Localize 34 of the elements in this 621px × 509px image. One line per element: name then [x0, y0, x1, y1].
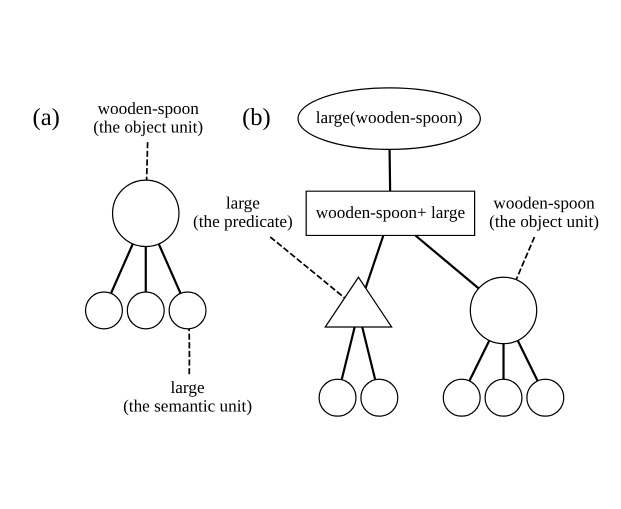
connector	[388, 150, 392, 191]
node-circle	[442, 378, 481, 417]
connector	[340, 326, 356, 380]
connector	[110, 244, 134, 294]
connector	[270, 236, 346, 298]
node-circle	[126, 291, 165, 330]
connector	[516, 236, 536, 280]
label: (a)	[32, 104, 60, 131]
node-circle	[526, 378, 564, 417]
connector	[146, 142, 148, 180]
node-text: large (the semantic unit)	[123, 378, 252, 416]
node-circle	[484, 378, 523, 417]
node-circle	[470, 276, 538, 344]
node-ellipse: large(wooden-spoon)	[297, 87, 481, 150]
connector	[188, 328, 190, 374]
node-text: wooden-spoon (the object unit)	[93, 98, 204, 136]
node-triangle	[324, 276, 393, 328]
node-circle	[84, 291, 124, 330]
node-box: wooden-spoon+ large	[306, 190, 476, 236]
label: (b)	[242, 104, 271, 131]
connector	[364, 235, 384, 288]
connector	[502, 344, 505, 380]
node-circle	[360, 378, 398, 417]
connector	[158, 244, 182, 294]
node-circle	[318, 378, 357, 417]
connector	[468, 340, 490, 382]
node-circle	[112, 180, 180, 248]
node-text: large (the predicate)	[192, 194, 293, 232]
node-text: wooden-spoon (the object unit)	[489, 194, 600, 232]
connector	[516, 340, 539, 382]
node-circle	[168, 291, 207, 330]
connector	[414, 234, 480, 290]
connector	[361, 326, 376, 380]
connector	[144, 246, 147, 292]
